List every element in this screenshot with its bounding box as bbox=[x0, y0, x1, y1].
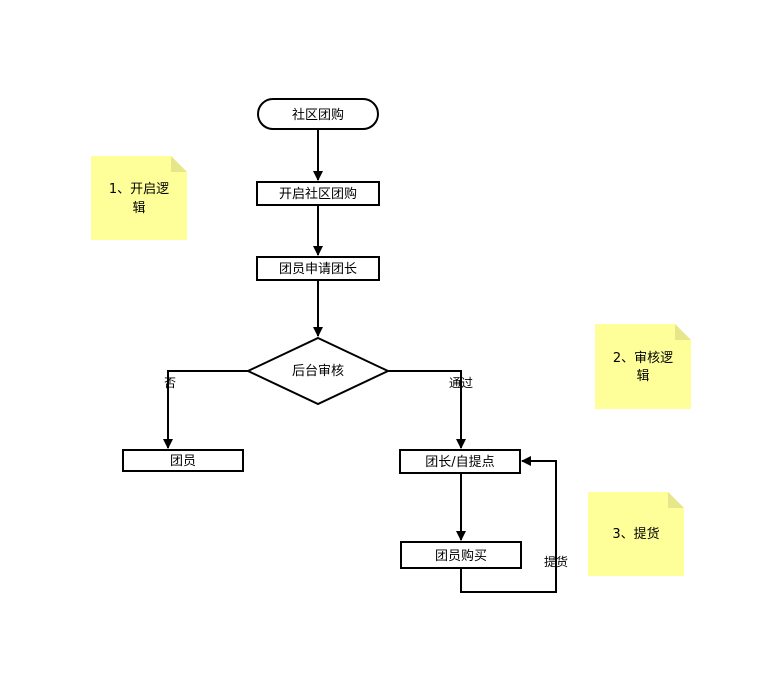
node-review-decision: 后台审核 bbox=[245, 336, 391, 406]
edge-review-member bbox=[163, 370, 248, 449]
edge-label-no: 否 bbox=[164, 376, 176, 390]
edge-label-pickup: 提货 bbox=[544, 554, 568, 569]
note-review-logic-line2: 辑 bbox=[636, 369, 649, 384]
node-open-label: 开启社区团购 bbox=[279, 186, 357, 202]
note-open-logic-line2: 辑 bbox=[132, 201, 145, 216]
node-review-label: 后台审核 bbox=[292, 364, 344, 379]
note-open-logic-line1: 1、开启逻 bbox=[109, 182, 169, 197]
node-start: 社区团购 bbox=[257, 98, 379, 130]
node-member: 团员 bbox=[122, 449, 244, 472]
node-member-label: 团员 bbox=[170, 454, 196, 469]
node-apply-label: 团员申请团长 bbox=[279, 262, 357, 277]
edge-label-pass: 通过 bbox=[449, 376, 473, 390]
note-review-logic-line1: 2、审核逻 bbox=[613, 351, 673, 366]
node-leader: 团长/自提点 bbox=[399, 449, 521, 474]
edge-review-leader bbox=[388, 370, 466, 449]
note-open-logic: 1、开启逻 辑 bbox=[91, 156, 187, 240]
node-buy: 团员购买 bbox=[400, 541, 522, 569]
node-start-label: 社区团购 bbox=[292, 107, 344, 123]
note-pickup-text: 3、提货 bbox=[612, 526, 659, 542]
node-buy-label: 团员购买 bbox=[435, 548, 487, 564]
node-open: 开启社区团购 bbox=[256, 181, 380, 206]
node-leader-label: 团长/自提点 bbox=[425, 454, 494, 470]
edge-buy-leader-pickup bbox=[460, 456, 557, 593]
node-apply: 团员申请团长 bbox=[256, 256, 380, 281]
note-review-logic: 2、审核逻 辑 bbox=[595, 324, 691, 409]
note-pickup: 3、提货 bbox=[588, 492, 684, 576]
